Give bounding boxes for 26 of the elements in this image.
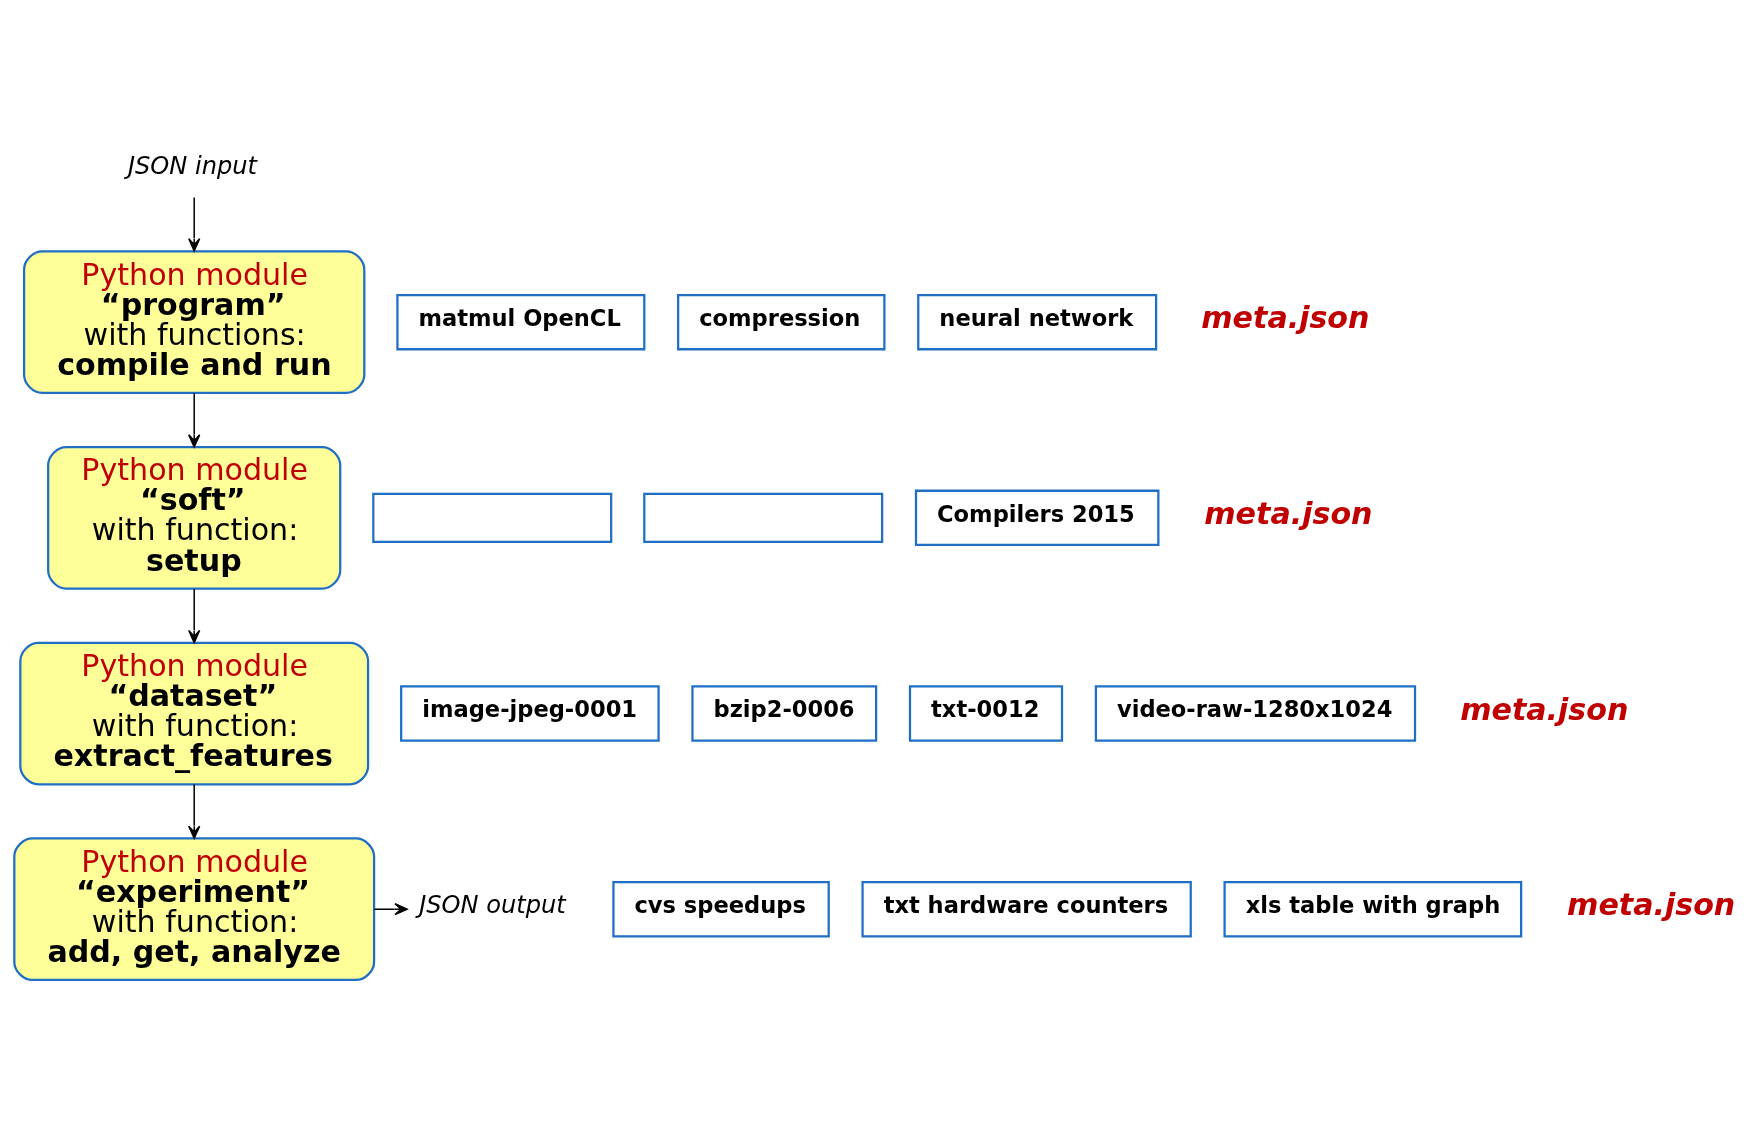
node-box: compression xyxy=(677,293,886,350)
node-box: txt-0012 xyxy=(908,684,1064,742)
node-box xyxy=(372,492,613,543)
node-box: image-jpeg-0001 xyxy=(400,684,660,742)
label: meta.json xyxy=(1204,495,1373,531)
arrow xyxy=(188,783,201,839)
arrow xyxy=(188,587,201,643)
node-box xyxy=(643,492,884,543)
node-box: xls table with graph xyxy=(1223,880,1523,937)
label: meta.json xyxy=(1567,886,1736,922)
node-box: neural network xyxy=(917,293,1158,350)
node-box: video-raw-1280x1024 xyxy=(1094,684,1417,742)
node-box: txt hardware counters xyxy=(861,880,1192,937)
node-box: Compilers 2015 xyxy=(914,489,1160,546)
node-box: Python module “experiment” with function: add, get, analyze xyxy=(13,836,376,981)
node-box: cvs speedups xyxy=(612,880,830,937)
node-box: Python module “program” with functions: compile and run xyxy=(22,249,366,394)
label: meta.json xyxy=(1460,691,1629,727)
label: meta.json xyxy=(1201,299,1370,335)
arrow xyxy=(188,196,201,252)
arrow xyxy=(373,902,408,915)
node-box: Python module “dataset” with function: extract_features xyxy=(19,641,370,785)
node-box: bzip2-0006 xyxy=(691,684,878,742)
node-box: Python module “soft” with function: setup xyxy=(47,445,342,590)
node-box: matmul OpenCL xyxy=(396,293,646,350)
arrow xyxy=(188,391,201,448)
